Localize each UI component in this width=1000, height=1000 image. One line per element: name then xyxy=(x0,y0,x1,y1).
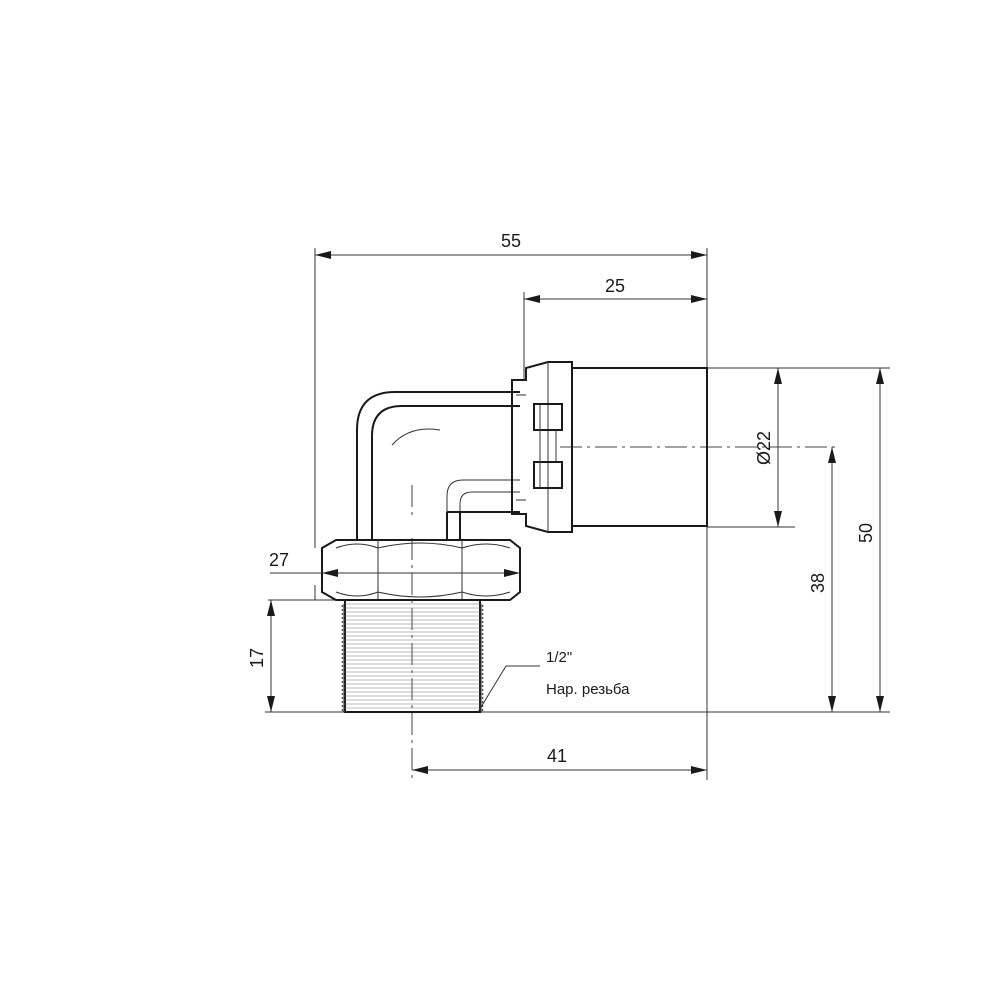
thread-tooth xyxy=(341,603,346,609)
thread-tooth xyxy=(341,691,346,697)
thread-tooth xyxy=(341,703,346,709)
thread-tooth xyxy=(479,611,484,617)
dim-outlet-length: 25 xyxy=(605,276,625,296)
fitting-body xyxy=(356,391,520,541)
thread-tooth xyxy=(341,675,346,681)
dim-overall-width: 55 xyxy=(501,231,521,251)
dim-hex-size: 27 xyxy=(269,550,289,570)
thread-tooth xyxy=(341,631,346,637)
thread-tooth xyxy=(341,667,346,673)
thread-tooth xyxy=(479,707,484,713)
thread-tooth xyxy=(341,659,346,665)
dim-thread-length: 17 xyxy=(247,648,267,668)
hex-nut xyxy=(321,539,521,601)
thread-tooth xyxy=(341,615,346,621)
thread-tooth xyxy=(341,619,346,625)
thread-tooth xyxy=(479,651,484,657)
thread-tooth xyxy=(479,643,484,649)
thread-tooth xyxy=(341,663,346,669)
thread-tooth xyxy=(341,611,346,617)
thread-tooth xyxy=(479,699,484,705)
thread-tooth xyxy=(479,607,484,613)
thread-tooth xyxy=(479,683,484,689)
thread-tooth xyxy=(479,691,484,697)
thread-tooth xyxy=(479,675,484,681)
threaded-stem xyxy=(341,599,484,713)
thread-tooth xyxy=(479,671,484,677)
thread-tooth xyxy=(341,699,346,705)
thread-tooth xyxy=(341,639,346,645)
thread-lines xyxy=(341,603,484,713)
thread-type-label: Нар. резьба xyxy=(546,681,630,698)
thread-tooth xyxy=(479,695,484,701)
thread-tooth xyxy=(479,659,484,665)
thread-tooth xyxy=(479,655,484,661)
thread-tooth xyxy=(479,615,484,621)
dim-axis-offset: 41 xyxy=(547,746,567,766)
thread-tooth xyxy=(341,623,346,629)
thread-tooth xyxy=(479,679,484,685)
thread-tooth xyxy=(479,623,484,629)
thread-tooth xyxy=(479,619,484,625)
thread-tooth xyxy=(341,651,346,657)
thread-tooth xyxy=(341,671,346,677)
thread-tooth xyxy=(341,627,346,633)
dim-overall-height: 50 xyxy=(856,523,876,543)
press-collar xyxy=(511,361,573,533)
thread-tooth xyxy=(479,663,484,669)
thread-tooth xyxy=(479,603,484,609)
thread-tooth xyxy=(479,635,484,641)
thread-tooth xyxy=(341,643,346,649)
thread-tooth xyxy=(479,631,484,637)
thread-tooth xyxy=(341,687,346,693)
thread-tooth xyxy=(341,647,346,653)
press-sleeve xyxy=(571,367,708,527)
thread-tooth xyxy=(341,679,346,685)
thread-size-label: 1/2" xyxy=(546,649,572,666)
thread-tooth xyxy=(341,655,346,661)
dim-axis-height: 38 xyxy=(808,573,828,593)
center-lines xyxy=(411,446,840,780)
thread-tooth xyxy=(479,647,484,653)
thread-tooth xyxy=(341,635,346,641)
dim-outlet-diameter: Ø22 xyxy=(754,431,774,465)
thread-tooth xyxy=(341,707,346,713)
thread-tooth xyxy=(479,667,484,673)
thread-tooth xyxy=(341,695,346,701)
dimension-lines xyxy=(267,251,884,774)
thread-tooth xyxy=(479,687,484,693)
thread-tooth xyxy=(341,607,346,613)
thread-tooth xyxy=(479,627,484,633)
thread-tooth xyxy=(341,683,346,689)
thread-tooth xyxy=(479,639,484,645)
